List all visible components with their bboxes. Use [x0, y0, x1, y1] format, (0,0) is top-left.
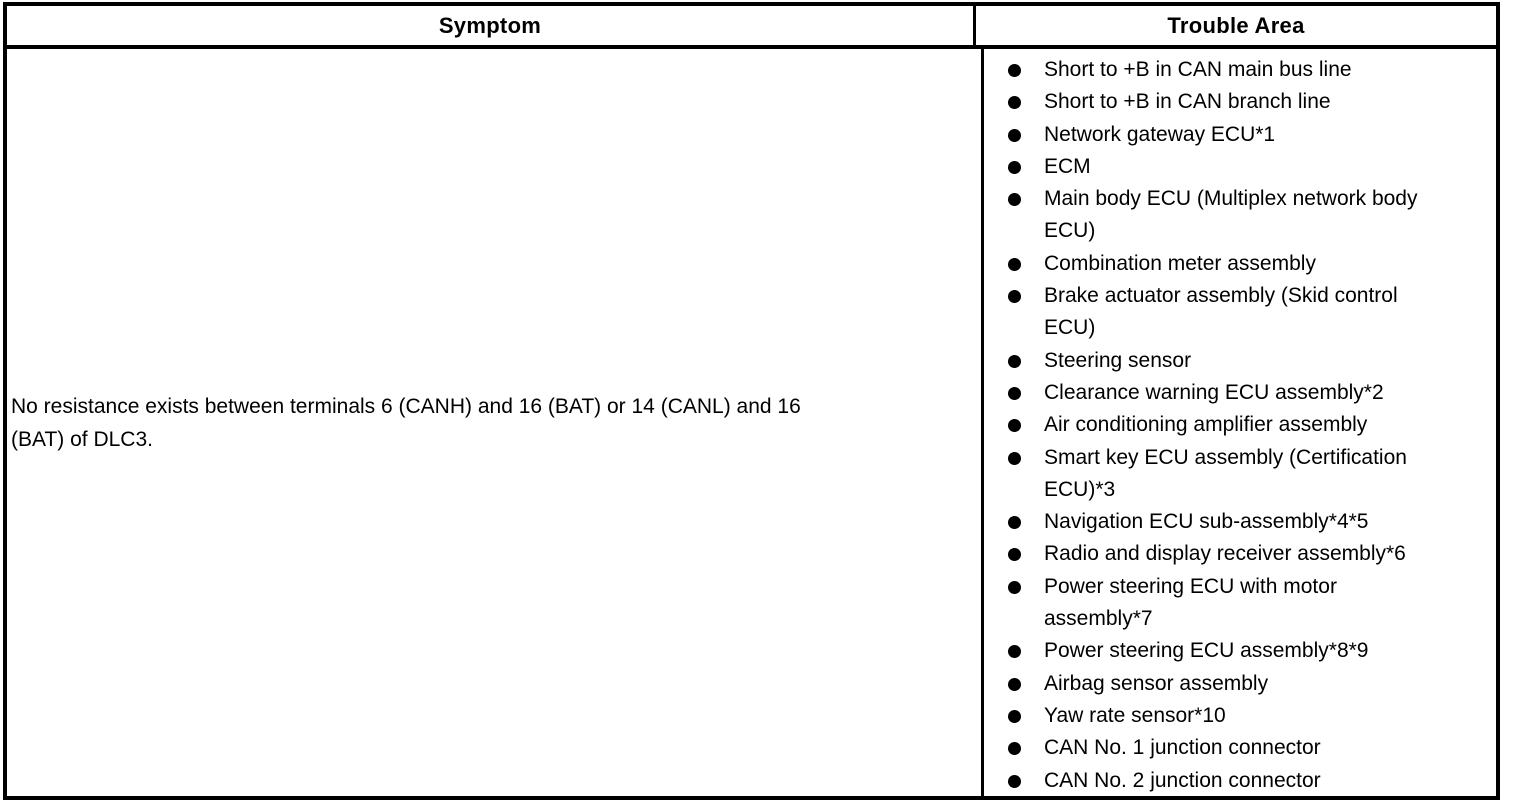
bullet-icon — [1008, 580, 1021, 594]
trouble-area-item: ECM — [1008, 151, 1492, 183]
bullet-icon — [1008, 160, 1021, 174]
trouble-area-item-text: Network gateway ECU*1 — [1044, 122, 1276, 146]
bullet-icon — [1008, 386, 1021, 400]
trouble-area-item: Radio and display receiver assembly*6 — [1008, 538, 1492, 570]
trouble-area-item-text: Short to +B in CAN branch line — [1044, 90, 1331, 114]
trouble-area-item: Brake actuator assembly (Skid control EC… — [1008, 280, 1492, 345]
diagnostic-table: Symptom Trouble Area No resistance exist… — [3, 2, 1500, 800]
trouble-area-column-header: Trouble Area — [1167, 12, 1305, 38]
trouble-area-item: Steering sensor — [1008, 345, 1492, 377]
trouble-area-item-text: Main body ECU (Multiplex network body EC… — [1044, 187, 1418, 243]
trouble-area-cell: Short to +B in CAN main bus line Short t… — [984, 49, 1496, 796]
bullet-icon — [1008, 290, 1021, 304]
trouble-area-item: Yaw rate sensor*10 — [1008, 700, 1492, 732]
bullet-icon — [1008, 742, 1021, 756]
trouble-area-list: Short to +B in CAN main bus line Short t… — [1008, 54, 1492, 796]
symptom-text: No resistance exists between terminals 6… — [11, 394, 801, 451]
trouble-area-item: Main body ECU (Multiplex network body EC… — [1008, 183, 1492, 248]
bullet-icon — [1008, 419, 1021, 433]
bullet-icon — [1008, 548, 1021, 562]
trouble-area-item-text: Short to +B in CAN main bus line — [1044, 58, 1352, 81]
trouble-area-item: Combination meter assembly — [1008, 248, 1492, 280]
trouble-area-item: Airbag sensor assembly — [1008, 668, 1492, 700]
trouble-area-item-text: CAN No. 1 junction connector — [1044, 736, 1321, 760]
bullet-icon — [1008, 774, 1021, 788]
trouble-area-item-text: Radio and display receiver assembly*6 — [1044, 542, 1406, 566]
bullet-icon — [1008, 677, 1021, 691]
trouble-area-item-text: Air conditioning amplifier assembly — [1044, 413, 1368, 437]
bullet-icon — [1008, 193, 1021, 207]
bullet-icon — [1008, 128, 1021, 142]
trouble-area-item-text: Clearance warning ECU assembly*2 — [1044, 380, 1384, 404]
table-header-row: Symptom Trouble Area — [7, 6, 1496, 49]
trouble-area-item-text: Combination meter assembly — [1044, 251, 1316, 275]
trouble-area-item: CAN No. 1 junction connector — [1008, 732, 1492, 764]
trouble-area-item-text: Smart key ECU assembly (Certification EC… — [1044, 445, 1407, 501]
table-body-row: No resistance exists between terminals 6… — [7, 49, 1496, 796]
bullet-icon — [1008, 354, 1021, 368]
trouble-area-item: Network gateway ECU*1 — [1008, 119, 1492, 151]
bullet-icon — [1008, 451, 1021, 465]
symptom-column-header: Symptom — [7, 6, 976, 45]
trouble-area-item: Navigation ECU sub-assembly*4*5 — [1008, 506, 1492, 538]
trouble-area-item-text: Steering sensor — [1044, 348, 1192, 372]
bullet-icon — [1008, 645, 1021, 659]
trouble-area-item: Power steering ECU assembly*8*9 — [1008, 635, 1492, 667]
trouble-area-item-text: Navigation ECU sub-assembly*4*5 — [1044, 510, 1369, 534]
trouble-area-item: Short to +B in CAN main bus line — [1008, 54, 1492, 86]
trouble-area-item-text: Brake actuator assembly (Skid control EC… — [1044, 284, 1398, 340]
bullet-icon — [1008, 64, 1021, 77]
trouble-area-item: Short to +B in CAN branch line — [1008, 86, 1492, 118]
trouble-area-item-text: Airbag sensor assembly — [1044, 671, 1269, 695]
trouble-area-item-text: CAN No. 2 junction connector — [1044, 768, 1321, 792]
trouble-area-item: Smart key ECU assembly (Certification EC… — [1008, 442, 1492, 507]
bullet-icon — [1008, 96, 1021, 110]
trouble-area-item-text: Yaw rate sensor*10 — [1044, 703, 1226, 727]
bullet-icon — [1008, 709, 1021, 723]
trouble-area-item: Air conditioning amplifier assembly — [1008, 409, 1492, 441]
trouble-area-item: CAN No. 2 junction connector — [1008, 765, 1492, 796]
trouble-area-item-text: Power steering ECU assembly*8*9 — [1044, 639, 1369, 663]
symptom-cell: No resistance exists between terminals 6… — [7, 49, 984, 796]
trouble-area-item: Clearance warning ECU assembly*2 — [1008, 377, 1492, 409]
bullet-icon — [1008, 257, 1021, 271]
trouble-area-item-text: ECM — [1044, 154, 1091, 178]
trouble-area-item: Power steering ECU with motor assembly*7 — [1008, 571, 1492, 636]
trouble-area-item-text: Power steering ECU with motor assembly*7 — [1044, 574, 1337, 631]
bullet-icon — [1008, 516, 1021, 530]
